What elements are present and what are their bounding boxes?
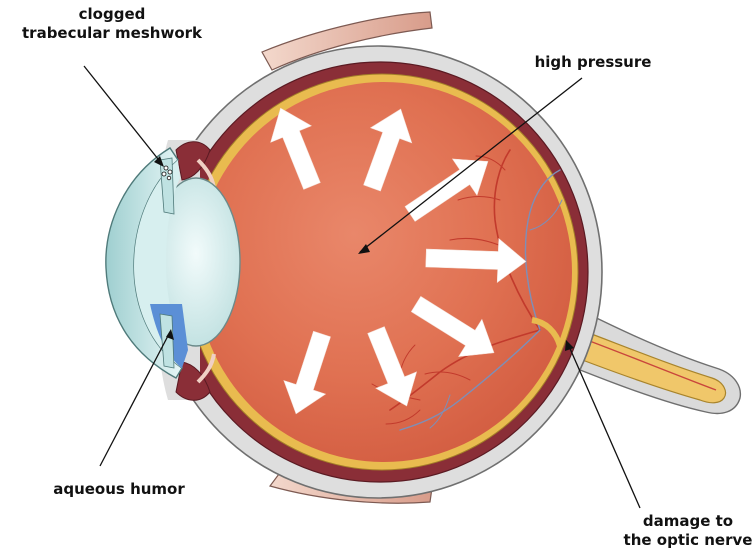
- damage-label-line1: damage to: [622, 512, 754, 531]
- high-pressure-text: high pressure: [528, 53, 658, 72]
- damage-label-line2: the optic nerve: [622, 531, 754, 550]
- optic-nerve-damage-label: damage to the optic nerve: [622, 512, 754, 550]
- clogged-label-line2: trabecular meshwork: [14, 24, 210, 43]
- aqueous-humor-label: aqueous humor: [40, 480, 198, 499]
- clogged-label-line1: clogged: [14, 5, 210, 24]
- aqueous-leader-line: [100, 332, 170, 466]
- clogged-leader-line: [84, 66, 162, 164]
- clogged-meshwork-label: clogged trabecular meshwork: [14, 5, 210, 43]
- aqueous-humor-text: aqueous humor: [40, 480, 198, 499]
- high-pressure-label: high pressure: [528, 53, 658, 72]
